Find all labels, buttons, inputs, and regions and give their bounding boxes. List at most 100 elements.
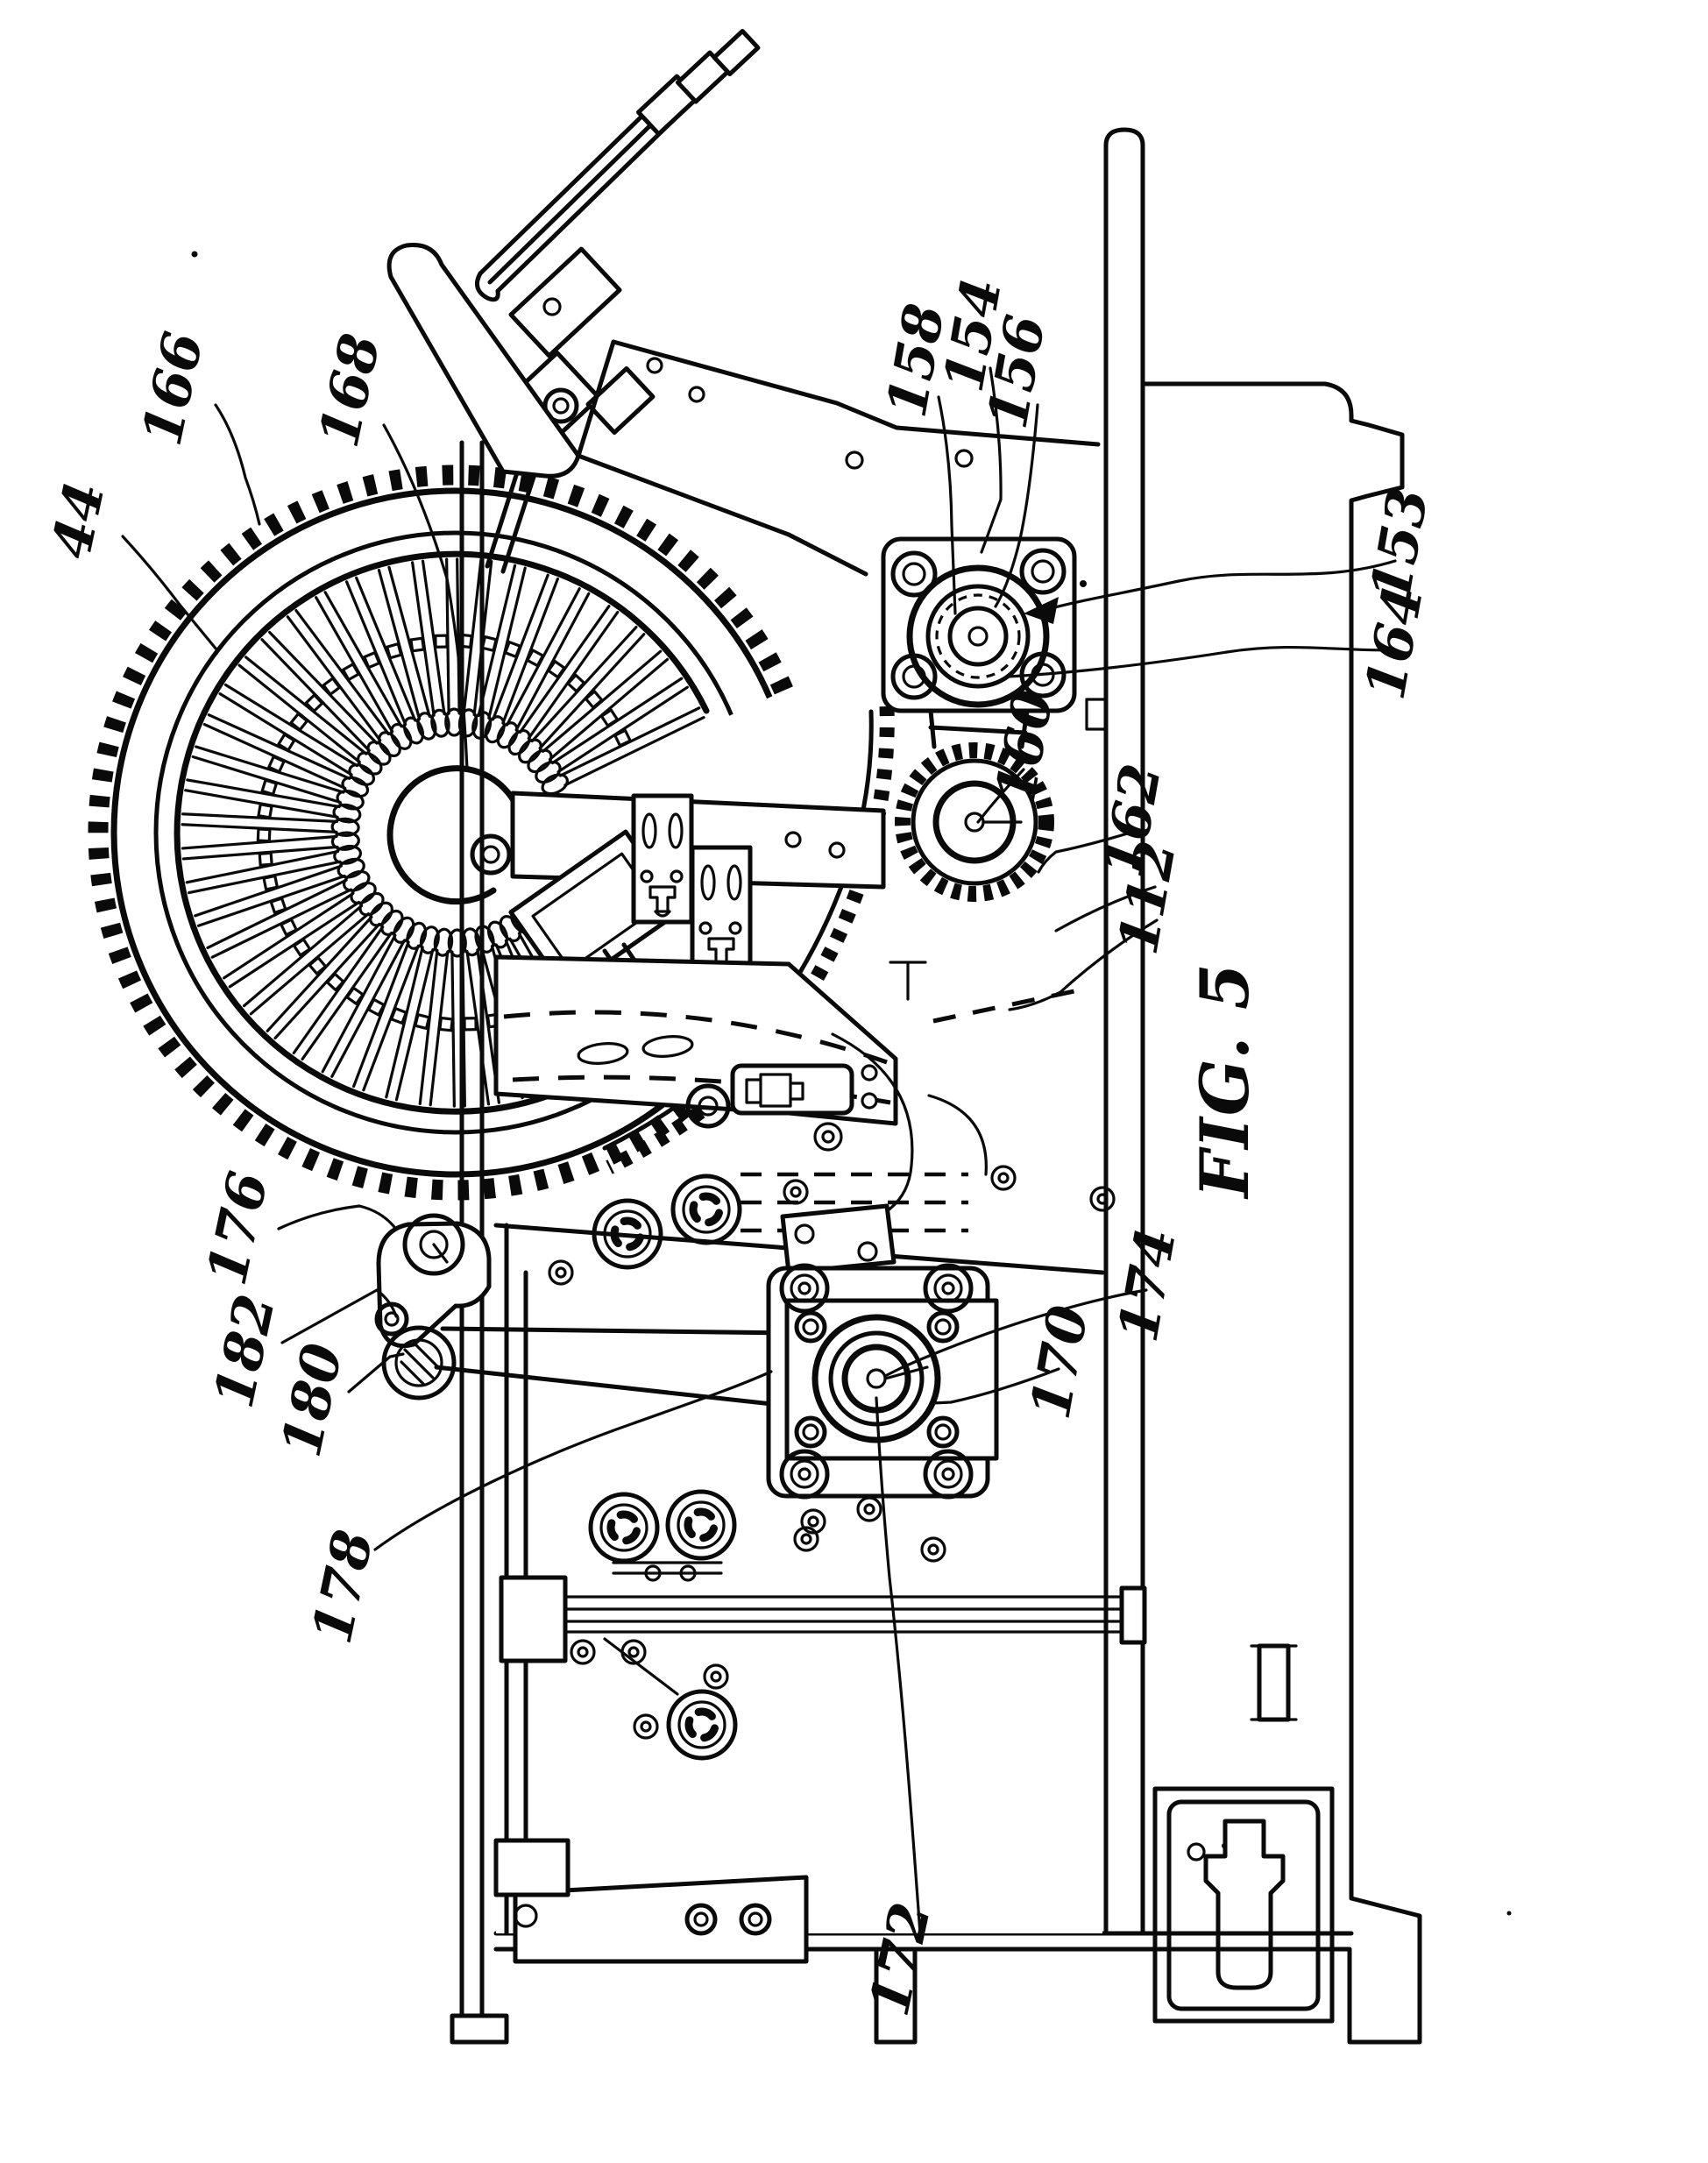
carriage-roller-hub — [552, 397, 570, 415]
roller-slot — [693, 1507, 715, 1521]
tilt-bracket — [780, 1203, 897, 1275]
screw — [703, 1663, 729, 1690]
vane-tip — [332, 803, 362, 824]
screw-center — [627, 1646, 640, 1658]
leader-158 — [937, 395, 957, 615]
carousel-vane — [518, 625, 646, 764]
rail-foot — [450, 2013, 509, 2045]
roller-slot — [694, 1707, 716, 1720]
roller-slot — [684, 1716, 697, 1739]
vane-edge — [207, 713, 351, 780]
vane-edge — [267, 630, 379, 745]
pulley-key-line — [883, 1365, 929, 1380]
vane-edge — [351, 940, 410, 1089]
vane-tick — [345, 986, 365, 1005]
module-hole — [1187, 1842, 1206, 1862]
vane-tip — [378, 731, 401, 757]
vane-edge — [181, 834, 338, 850]
carousel-vane — [260, 630, 392, 766]
arm-hole-b — [688, 386, 705, 403]
screw — [800, 1508, 826, 1535]
vane-tick — [262, 874, 279, 891]
machinery-screws — [548, 1165, 1116, 1740]
leader-160 — [976, 768, 1025, 824]
swing-slot1 — [577, 1042, 629, 1065]
carousel-vane — [202, 713, 370, 798]
drive-pulley-mid — [828, 1330, 925, 1427]
speck-2 — [1222, 1843, 1227, 1848]
pinion-teeth — [895, 742, 1054, 902]
carousel-vane — [206, 869, 371, 959]
roller-outer — [665, 1489, 737, 1561]
screw — [1089, 1186, 1116, 1212]
leader-lines — [121, 366, 1397, 1935]
ref-label-180: 180 — [269, 1338, 355, 1463]
carousel-vane — [194, 857, 365, 927]
vane-edge — [501, 577, 560, 725]
vane-tick — [258, 851, 273, 867]
screw-center — [807, 1515, 819, 1528]
machinery-rollers — [588, 1174, 742, 1761]
vane-tick — [269, 897, 287, 915]
slide-lower-cap — [474, 271, 500, 302]
mount-plate-hole-b — [828, 841, 846, 859]
carousel-vane — [351, 921, 428, 1092]
screw-center — [710, 1670, 722, 1683]
vane-tip — [484, 715, 506, 744]
bolt-center — [797, 1467, 811, 1481]
roller-slot — [684, 1516, 696, 1539]
vane-tip — [369, 901, 393, 927]
roller-inner — [677, 1500, 726, 1550]
vane-tip — [518, 738, 542, 764]
carousel-vane — [409, 559, 450, 738]
vane-tip — [358, 891, 385, 917]
carousel-vane — [507, 604, 620, 756]
roller-inner — [677, 1700, 726, 1749]
top-motor — [881, 536, 1077, 749]
hub-spindle — [470, 833, 512, 876]
bolt-outer — [890, 550, 938, 598]
vane-tip — [343, 869, 371, 892]
bolt-outer — [923, 1449, 974, 1500]
swing-arm — [493, 954, 898, 1129]
vane-edge — [186, 778, 341, 809]
vane-tick — [257, 803, 273, 819]
vane-tick — [457, 633, 473, 649]
carousel-vane — [496, 587, 591, 749]
carousel-vane — [181, 812, 360, 843]
bolt-outer — [779, 1263, 830, 1314]
vane-tick — [409, 636, 426, 653]
power-plug-cutout — [1203, 1819, 1286, 1990]
motor-boss-mid — [925, 584, 1031, 689]
leader-153-arrowhead — [1024, 597, 1059, 624]
vane-tick — [267, 755, 286, 774]
carriage-block3 — [585, 365, 656, 436]
carriage-hole — [542, 297, 562, 316]
ref-label-164: 164 — [1353, 581, 1435, 704]
tilt-bracket-hole2 — [857, 1241, 878, 1262]
vane-tip — [330, 817, 360, 837]
figure-caption: FIG. 5 — [1186, 961, 1264, 1200]
vane-tip — [416, 712, 437, 741]
carousel-vane — [377, 565, 437, 741]
leader-44 — [121, 535, 218, 651]
carousel-vane — [292, 909, 404, 1061]
roller-slot — [620, 1216, 641, 1230]
leader-170 — [931, 1367, 1060, 1405]
slide-top-block3 — [712, 28, 761, 77]
carousel-vane — [237, 656, 383, 776]
side-plate — [1085, 127, 1145, 1936]
block-a-screw — [648, 885, 677, 918]
roller-slot — [616, 1510, 638, 1523]
sensor-block-b — [690, 845, 753, 976]
bottom-screw1-c — [693, 1911, 709, 1927]
vane-tick — [308, 956, 328, 975]
vane-tip — [333, 844, 362, 865]
carousel-vane — [181, 831, 360, 867]
vane-edge — [538, 633, 646, 750]
block-b-hole1 — [698, 921, 712, 935]
vane-tick — [363, 651, 381, 670]
vane-tip — [380, 909, 404, 936]
roller-slot — [698, 1192, 720, 1205]
bolt-outer — [779, 1449, 830, 1500]
